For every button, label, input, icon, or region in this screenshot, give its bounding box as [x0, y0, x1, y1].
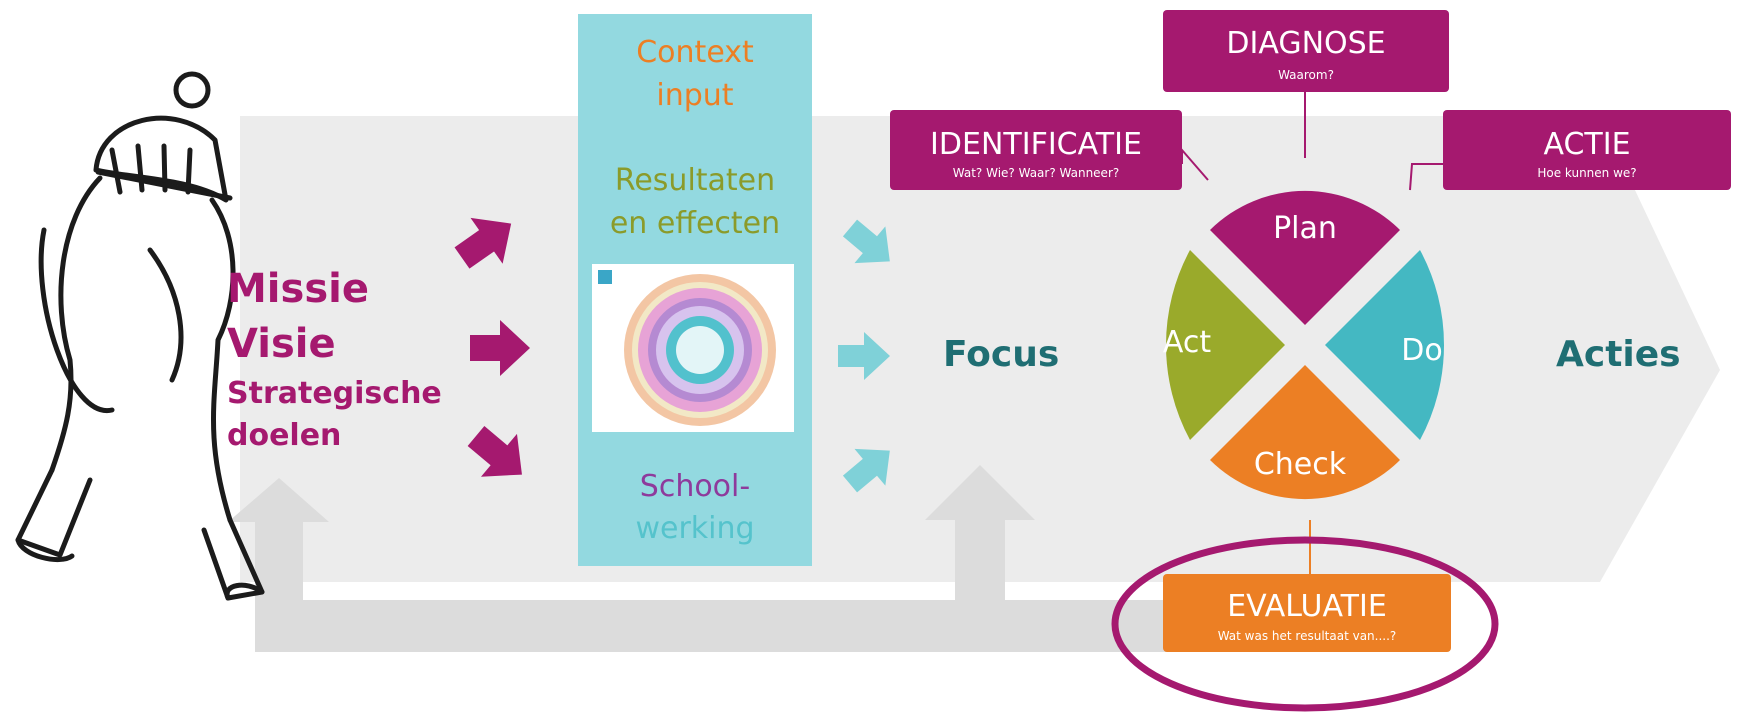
- magenta-arrow-right: [470, 320, 530, 376]
- walking-person-illustration: [15, 71, 265, 601]
- diagnose-title: DIAGNOSE: [1226, 26, 1385, 61]
- plan-label: Plan: [1273, 211, 1337, 246]
- magenta-arrow-up-right: [454, 217, 512, 269]
- teal-arrows: [838, 219, 890, 493]
- focus-label: Focus: [943, 334, 1059, 375]
- teal-arrow-up-right: [842, 448, 890, 493]
- evaluatie-highlight-ellipse: [1111, 536, 1499, 712]
- image-corner-icon: [598, 270, 612, 284]
- left-missie-label: Missie: [227, 266, 369, 312]
- embedded-circles-image: [592, 264, 794, 432]
- results-line2: en effecten: [610, 206, 780, 241]
- do-label: Do: [1401, 333, 1442, 368]
- teal-arrow-right: [838, 332, 890, 380]
- diagnose-box: [1163, 10, 1449, 92]
- check-segment: [1210, 365, 1400, 500]
- identificatie-box: [890, 110, 1182, 190]
- school-line2: werking: [635, 511, 754, 546]
- evaluatie-title: EVALUATIE: [1227, 589, 1387, 624]
- actie-box: [1443, 110, 1731, 190]
- left-doelen-label: doelen: [227, 418, 341, 453]
- identificatie-subtitle: Wat? Wie? Waar? Wanneer?: [953, 166, 1120, 180]
- teal-arrow-down-right: [842, 219, 890, 264]
- context-line1: Context: [636, 35, 754, 70]
- evaluatie-box: [1163, 574, 1451, 652]
- left-strategische-label: Strategische: [227, 376, 442, 411]
- act-label: Act: [1163, 325, 1211, 360]
- context-line2: input: [656, 78, 733, 113]
- do-segment: [1325, 250, 1445, 440]
- results-line1: Resultaten: [615, 163, 775, 198]
- act-segment: [1165, 250, 1285, 440]
- identificatie-title: IDENTIFICATIE: [930, 127, 1142, 162]
- left-visie-label: Visie: [227, 321, 336, 367]
- evaluatie-subtitle: Wat was het resultaat van....?: [1218, 629, 1397, 643]
- plan-segment: [1210, 190, 1400, 325]
- school-line1: School-: [640, 469, 750, 504]
- magenta-arrows: [454, 217, 530, 477]
- diagnose-subtitle: Waarom?: [1278, 68, 1334, 82]
- actie-title: ACTIE: [1543, 127, 1630, 162]
- pdca-cycle: [1165, 190, 1445, 500]
- magenta-arrow-down-right: [467, 426, 522, 477]
- check-label: Check: [1254, 447, 1347, 482]
- acties-label: Acties: [1556, 334, 1681, 375]
- actie-subtitle: Hoe kunnen we?: [1537, 166, 1636, 180]
